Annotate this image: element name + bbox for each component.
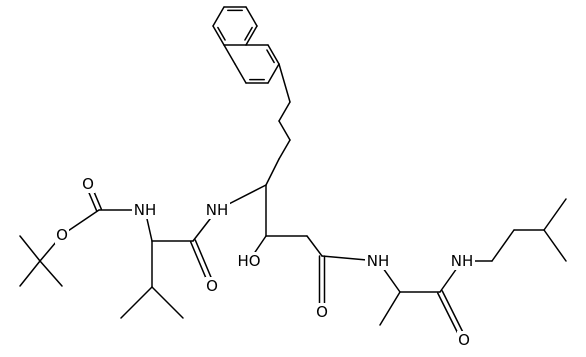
svg-text:NH: NH xyxy=(206,201,229,219)
double-bond xyxy=(441,290,467,340)
svg-text:NH: NH xyxy=(134,201,157,219)
aromatic-bond xyxy=(217,26,226,41)
svg-text:O: O xyxy=(206,277,218,295)
svg-text:O: O xyxy=(316,303,328,321)
svg-text:HO: HO xyxy=(237,252,260,270)
bond xyxy=(543,229,567,262)
bond xyxy=(212,25,225,46)
bond xyxy=(39,260,63,287)
atom-O-ether-boc: O xyxy=(55,226,69,244)
bond xyxy=(278,63,291,103)
aromatic-bond xyxy=(244,26,253,41)
bond xyxy=(379,291,401,326)
atom-O-amide-val: O xyxy=(205,277,219,295)
bond xyxy=(491,229,515,262)
bond xyxy=(245,25,258,46)
svg-text:O: O xyxy=(458,331,470,349)
bond xyxy=(245,6,258,27)
atom-NH-amine: NH xyxy=(449,252,475,270)
bond xyxy=(265,158,280,186)
bond xyxy=(120,286,153,319)
bond xyxy=(151,286,184,319)
atom-NH-boc: NH xyxy=(132,201,158,219)
bond xyxy=(19,260,41,287)
bond xyxy=(212,6,225,27)
bond xyxy=(278,101,291,122)
svg-text:NH: NH xyxy=(451,252,474,270)
atom-NH-ala: NH xyxy=(365,252,391,270)
bond xyxy=(278,139,291,160)
bond xyxy=(267,63,280,84)
atom-HO: HO xyxy=(236,252,262,270)
bond xyxy=(19,235,41,262)
atom-NH-val: NH xyxy=(204,201,230,219)
svg-text:O: O xyxy=(82,175,94,193)
bond xyxy=(223,44,236,65)
atom-O-carbonyl-boc: O xyxy=(81,175,95,193)
bond xyxy=(543,198,567,231)
bond xyxy=(306,235,323,257)
atom-O-amide-ala: O xyxy=(457,331,471,349)
bonds xyxy=(19,6,567,342)
aromatic-bond xyxy=(266,49,275,64)
bond xyxy=(234,63,247,84)
atom-O-amide-mid: O xyxy=(315,303,329,321)
bond xyxy=(278,120,291,141)
atom-labels: O O NH O NH HO O NH xyxy=(55,175,475,349)
svg-text:O: O xyxy=(56,226,68,244)
svg-text:NH: NH xyxy=(367,252,390,270)
bond xyxy=(267,44,280,65)
